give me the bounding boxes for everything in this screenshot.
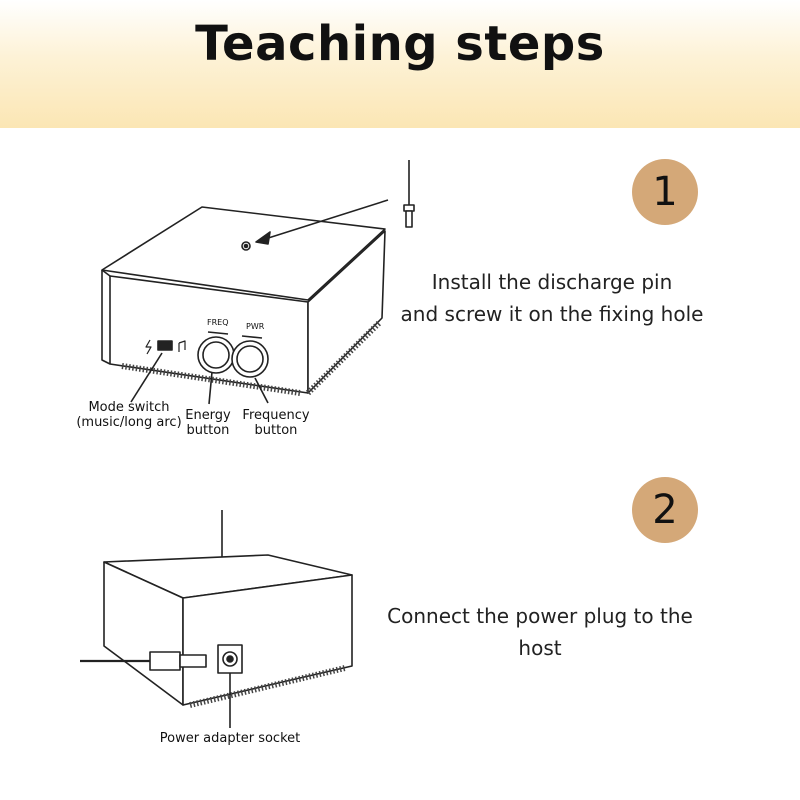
step-1-badge: 1 <box>632 159 698 225</box>
step-1-instruction: Install the discharge pin and screw it o… <box>392 266 712 330</box>
page-title: Teaching steps <box>195 16 605 72</box>
freq-label: FREQ <box>207 318 229 327</box>
mode-switch-label-line-1: Mode switch <box>88 400 170 415</box>
frequency-button-label-line-1: Frequency <box>242 408 310 423</box>
step-2-instruction: Connect the power plug to the host <box>387 604 693 660</box>
step-2-badge: 2 <box>632 477 698 543</box>
step-1-instruction-line-2: and screw it on the fixing hole <box>400 302 704 326</box>
mode-switch-label-line-2: (music/long arc) <box>76 415 182 430</box>
pwr-label: PWR <box>246 322 265 331</box>
step-1-device-illustration <box>101 160 415 405</box>
frequency-button-label: Frequency button <box>236 408 316 438</box>
mode-switch-label: Mode switch (music/long arc) <box>74 400 184 430</box>
power-adapter-socket-label: Power adapter socket <box>159 731 301 746</box>
energy-button-label-line-2: button <box>186 423 230 438</box>
frequency-button-label-line-2: button <box>254 423 298 438</box>
step-2-device-illustration <box>80 510 353 728</box>
header-banner: Teaching steps <box>0 0 800 128</box>
energy-button-label: Energy button <box>178 408 238 438</box>
step-1-instruction-line-1: Install the discharge pin <box>431 270 673 294</box>
energy-button-label-line-1: Energy <box>185 408 231 423</box>
